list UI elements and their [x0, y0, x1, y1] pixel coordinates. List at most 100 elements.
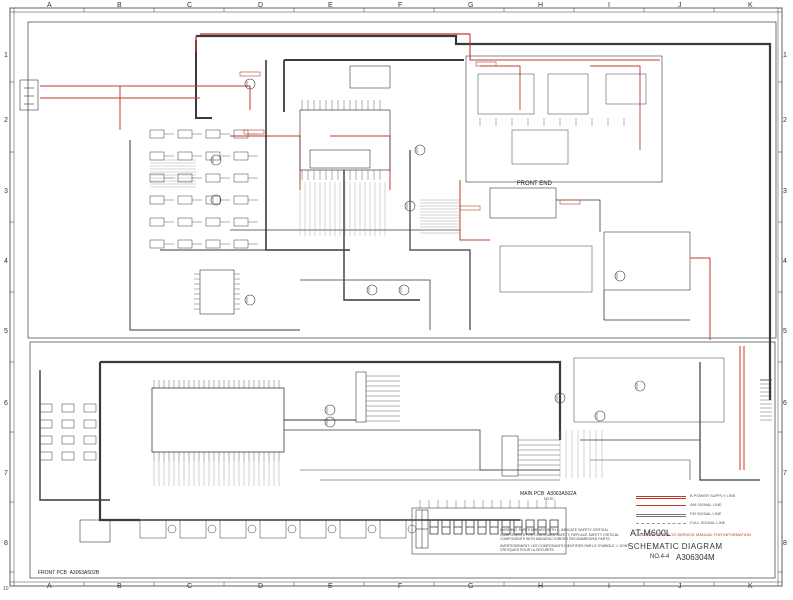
led-driver: [259, 519, 287, 539]
transistor: [594, 410, 606, 422]
grid-row-6-right: 6: [783, 400, 787, 407]
resistor: [233, 239, 249, 249]
transistor: [324, 416, 336, 428]
legend-row: B POWER SUPPLY LINE: [636, 492, 786, 501]
system-controller-ic: [151, 387, 285, 453]
main-bus: [195, 40, 212, 119]
legend-row: AM SIGNAL LINE: [636, 501, 786, 510]
led-driver: [139, 519, 167, 539]
legend-label: FULL SIGNAL LINE: [690, 520, 726, 525]
grid-row-5-left: 5: [4, 328, 8, 335]
front-end-module: [511, 129, 569, 165]
grid-column-d-bottom: D: [258, 583, 264, 590]
transistor: [207, 524, 217, 534]
grid-row-7-left: 7: [4, 470, 8, 477]
component-box: [349, 65, 391, 89]
diagram-number: NO.4-4: [650, 554, 670, 560]
transistor: [210, 154, 222, 166]
legend-line-swatch: [636, 523, 686, 524]
key-switch: [61, 435, 75, 445]
tuner-ic: [299, 109, 391, 171]
front-end-module: [547, 73, 589, 115]
key-switch: [83, 451, 97, 461]
corner-mark: 10: [3, 586, 9, 592]
key-switch: [61, 403, 75, 413]
power-amp-area: [573, 357, 725, 423]
am-signal-line: [480, 65, 521, 110]
grid-row-8-right: 8: [783, 540, 787, 547]
stereo-decoder-ic: [603, 231, 691, 291]
transistor: [287, 524, 297, 534]
power-label-marker: [239, 71, 261, 77]
am-signal-line: [40, 85, 251, 110]
front-bus: [100, 360, 562, 440]
grid-row-7-right: 7: [783, 470, 787, 477]
model-name: AT-M600L: [630, 528, 671, 538]
grid-column-j-top: J: [678, 2, 682, 9]
legend-label: B POWER SUPPLY LINE: [690, 493, 736, 498]
front-bus: [39, 370, 110, 501]
diagram-title: SCHEMATIC DIAGRAM: [628, 542, 723, 551]
grid-column-e-top: E: [328, 2, 333, 9]
fm-ic: [489, 187, 557, 219]
am-signal-line: [330, 135, 391, 190]
front-end-module: [477, 73, 535, 115]
resistor: [205, 129, 221, 139]
power-label-marker: [559, 199, 581, 205]
grid-row-8-left: 8: [4, 540, 8, 547]
grid-row-1-left: 1: [4, 52, 8, 59]
connector-cn2: [501, 435, 519, 477]
key-switch: [61, 451, 75, 461]
led-driver: [179, 519, 207, 539]
key-switch: [39, 403, 53, 413]
caution-note: CAUTION: REFER TO SERVICE MANUAL FOR INF…: [636, 532, 751, 537]
resistor: [205, 217, 221, 227]
grid-column-h-bottom: H: [538, 583, 544, 590]
grid-row-6-left: 6: [4, 400, 8, 407]
wire: [129, 140, 300, 331]
transistor: [247, 524, 257, 534]
am-signal-line: [690, 257, 711, 340]
transistor: [414, 144, 426, 156]
grid-row-5-right: 5: [783, 328, 787, 335]
transistor: [398, 284, 410, 296]
grid-column-a-top: A: [47, 2, 52, 9]
legend-label: AM SIGNAL LINE: [690, 502, 722, 507]
grid-row-3-left: 3: [4, 188, 8, 195]
warning-french: AVERTISSEMENT: LES COMPOSANTS IDENTIFIES…: [500, 543, 630, 553]
grid-column-i-top: I: [608, 2, 610, 9]
transistor: [167, 524, 177, 534]
legend-label: FM SIGNAL LINE: [690, 511, 722, 516]
grid-row-4-right: 4: [783, 258, 787, 265]
front-pcb-outline: [29, 341, 776, 579]
grid-column-g-top: G: [468, 2, 474, 9]
legend-line-swatch: [636, 514, 686, 517]
resistor: [205, 173, 221, 183]
part-number: A306304M: [676, 553, 715, 562]
resistor: [149, 239, 165, 249]
front-end-label: FRONT END: [517, 181, 552, 187]
main-pcb-label: MAIN PCB A3063A502A: [520, 491, 577, 497]
power-supply-line: [469, 34, 660, 61]
transistor: [210, 194, 222, 206]
main-bus: [409, 150, 471, 330]
transistor: [366, 284, 378, 296]
resistor: [177, 217, 193, 227]
resistor: [177, 195, 193, 205]
grid-row-2-right: 2: [783, 117, 787, 124]
notes-block: NOTE:: [544, 497, 634, 502]
key-switch: [83, 403, 97, 413]
warning-english: WARNING: PARTS MARKED WITH ⚠ INDICATE SA…: [500, 528, 619, 541]
wire: [590, 459, 691, 480]
key-switch: [39, 435, 53, 445]
grid-column-j-bottom: J: [678, 583, 682, 590]
ic-label-box: [309, 149, 371, 169]
resistor: [149, 129, 165, 139]
resistor: [149, 151, 165, 161]
front-end-box: [465, 55, 663, 183]
